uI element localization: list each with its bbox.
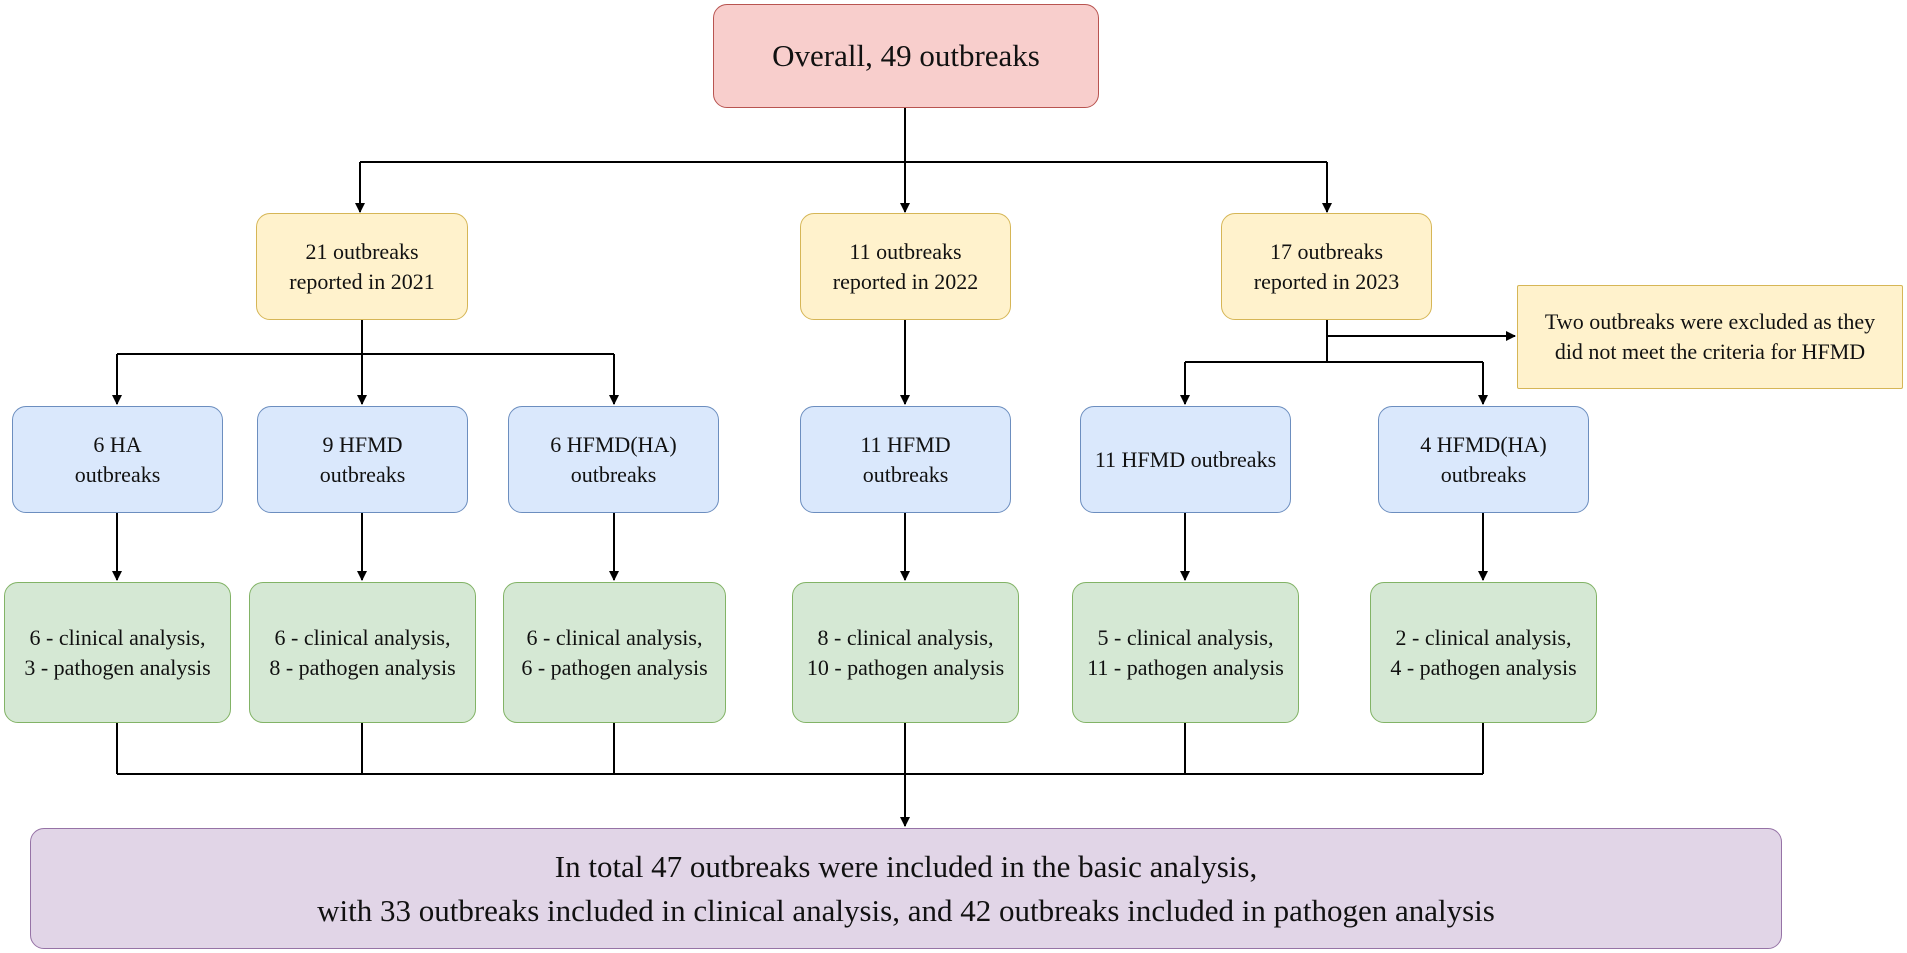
year-2021-label: reported in 2021	[289, 268, 435, 294]
type-hfmd-2021-label: outbreaks	[319, 461, 406, 487]
type-hfmd-2022-box: 11 HFMD outbreaks	[800, 406, 1011, 513]
result-hfmd-2021-pathogen: 8 - pathogen analysis	[269, 654, 456, 680]
result-hfmdha-2023-clinical: 2 - clinical analysis,	[1395, 624, 1572, 650]
type-hfmd-2022-count: 11 HFMD	[860, 431, 951, 457]
overall-outbreaks-label: Overall, 49 outbreaks	[772, 38, 1040, 73]
result-hfmd-2021-box: 6 - clinical analysis, 8 - pathogen anal…	[249, 582, 476, 723]
result-hfmd-2022-clinical: 8 - clinical analysis,	[817, 624, 994, 650]
type-hfmd-2022-label: outbreaks	[862, 461, 949, 487]
type-ha-2021-count: 6 HA	[93, 431, 142, 457]
result-hfmd-2022-box: 8 - clinical analysis, 10 - pathogen ana…	[792, 582, 1019, 723]
year-2022-box: 11 outbreaks reported in 2022	[800, 213, 1011, 320]
type-hfmdha-2021-box: 6 HFMD(HA) outbreaks	[508, 406, 719, 513]
result-ha-2021-pathogen: 3 - pathogen analysis	[24, 654, 211, 680]
year-2021-count: 21 outbreaks	[305, 238, 419, 264]
type-hfmdha-2023-count: 4 HFMD(HA)	[1420, 431, 1547, 457]
result-hfmd-2023-pathogen: 11 - pathogen analysis	[1087, 654, 1284, 680]
excluded-outbreaks-note: Two outbreaks were excluded as they did …	[1517, 285, 1903, 389]
type-hfmdha-2021-count: 6 HFMD(HA)	[550, 431, 677, 457]
result-hfmd-2022-pathogen: 10 - pathogen analysis	[806, 654, 1005, 680]
type-hfmd-2021-box: 9 HFMD outbreaks	[257, 406, 468, 513]
excluded-note-line-1: Two outbreaks were excluded as they	[1544, 309, 1876, 334]
year-2023-label: reported in 2023	[1253, 268, 1400, 294]
result-hfmd-2023-box: 5 - clinical analysis, 11 - pathogen ana…	[1072, 582, 1299, 723]
type-ha-2021-label: outbreaks	[74, 461, 161, 487]
excluded-note-line-2: did not meet the criteria for HFMD	[1554, 339, 1866, 364]
result-hfmdha-2021-clinical: 6 - clinical analysis,	[526, 624, 703, 650]
result-hfmd-2021-clinical: 6 - clinical analysis,	[274, 624, 451, 650]
type-ha-2021-box: 6 HA outbreaks	[12, 406, 223, 513]
year-2023-count: 17 outbreaks	[1269, 238, 1384, 264]
result-hfmd-2023-clinical: 5 - clinical analysis,	[1097, 624, 1274, 650]
result-ha-2021-box: 6 - clinical analysis, 3 - pathogen anal…	[4, 582, 231, 723]
year-2023-box: 17 outbreaks reported in 2023	[1221, 213, 1432, 320]
type-hfmd-2023-label: 11 HFMD outbreaks	[1094, 446, 1277, 472]
total-summary-box: In total 47 outbreaks were included in t…	[30, 828, 1782, 949]
year-2021-box: 21 outbreaks reported in 2021	[256, 213, 468, 320]
overall-outbreaks-box: Overall, 49 outbreaks	[713, 4, 1099, 108]
result-hfmdha-2021-box: 6 - clinical analysis, 6 - pathogen anal…	[503, 582, 726, 723]
year-2022-count: 11 outbreaks	[849, 238, 962, 264]
type-hfmd-2023-box: 11 HFMD outbreaks	[1080, 406, 1291, 513]
total-summary-line-2: with 33 outbreaks included in clinical a…	[317, 892, 1495, 928]
type-hfmdha-2023-box: 4 HFMD(HA) outbreaks	[1378, 406, 1589, 513]
total-summary-line-1: In total 47 outbreaks were included in t…	[554, 848, 1258, 884]
type-hfmdha-2023-label: outbreaks	[1440, 461, 1527, 487]
year-2022-label: reported in 2022	[832, 268, 979, 294]
type-hfmdha-2021-label: outbreaks	[570, 461, 657, 487]
result-hfmdha-2023-pathogen: 4 - pathogen analysis	[1390, 654, 1577, 680]
result-hfmdha-2021-pathogen: 6 - pathogen analysis	[521, 654, 708, 680]
result-hfmdha-2023-box: 2 - clinical analysis, 4 - pathogen anal…	[1370, 582, 1597, 723]
result-ha-2021-clinical: 6 - clinical analysis,	[29, 624, 206, 650]
type-hfmd-2021-count: 9 HFMD	[322, 431, 403, 457]
